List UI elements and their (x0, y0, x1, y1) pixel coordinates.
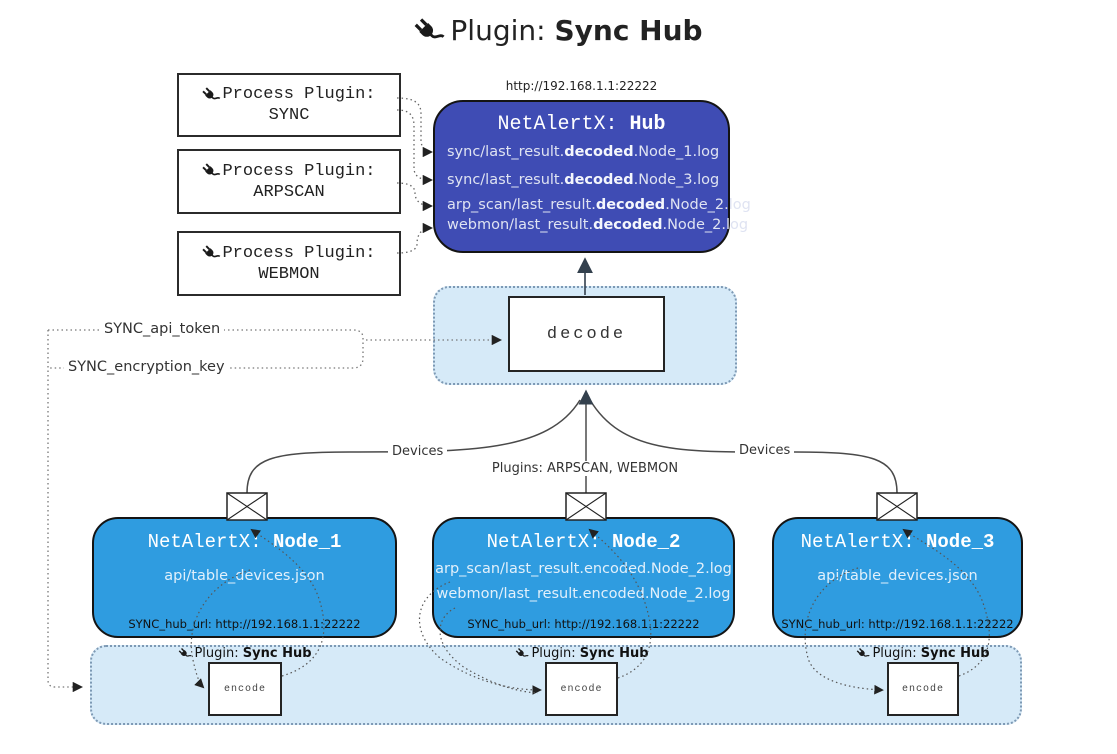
plug-icon (513, 644, 531, 662)
node-hub-url: SYNC_hub_url: http://192.168.1.1:22222 (467, 617, 700, 631)
process-plugin-label: Process Plugin: (222, 85, 376, 104)
encode-box: encode (545, 662, 618, 716)
node-hub-url: SYNC_hub_url: http://192.168.1.1:22222 (128, 617, 361, 631)
process-plugin-name: ARPSCAN (253, 182, 325, 202)
node-box-node1: NetAlertX: Node_1 api/table_devices.json… (92, 517, 397, 638)
encode-box: encode (887, 662, 959, 716)
page-title: Plugin: Sync Hub (0, 14, 1117, 47)
plug-icon (408, 9, 450, 51)
node-file: api/table_devices.json (164, 568, 325, 584)
envelope-icon (876, 492, 918, 521)
node-box-node3: NetAlertX: Node_3 api/table_devices.json… (772, 517, 1023, 638)
plug-icon (176, 644, 194, 662)
node-file: webmon/last_result.encoded.Node_2.log (436, 586, 731, 602)
node-hub-url: SYNC_hub_url: http://192.168.1.1:22222 (781, 617, 1014, 631)
hub-log-line: webmon/last_result.decoded.Node_2.log (447, 217, 749, 233)
process-plugin-box-sync: Process Plugin: SYNC (177, 73, 401, 137)
envelope-icon (226, 492, 268, 521)
process-plugin-name: WEBMON (258, 264, 320, 284)
node-file: arp_scan/last_result.encoded.Node_2.log (435, 561, 732, 577)
process-plugin-box-webmon: Process Plugin: WEBMON (177, 231, 401, 296)
plug-icon (199, 158, 224, 183)
plug-icon (199, 240, 224, 265)
node-title: NetAlertX: Node_3 (800, 531, 995, 553)
hub-log-line: sync/last_result.decoded.Node_3.log (447, 172, 720, 188)
plug-icon (199, 82, 224, 107)
hub-box: NetAlertX: Hub sync/last_result.decoded.… (433, 100, 751, 253)
node-to-decode-curves (246, 389, 898, 494)
hub-title: NetAlertX: Hub (497, 113, 666, 136)
encode-box: encode (208, 662, 282, 716)
sync-encryption-key-label: SYNC_encryption_key (64, 359, 229, 375)
hub-log-line: arp_scan/last_result.decoded.Node_2.log (447, 197, 751, 213)
process-plugin-connectors (396, 97, 434, 254)
hub-log-line: sync/last_result.decoded.Node_1.log (447, 144, 720, 160)
node-file: api/table_devices.json (817, 568, 978, 584)
hub-url-label: http://192.168.1.1:22222 (505, 79, 658, 93)
node-title: NetAlertX: Node_2 (486, 531, 681, 553)
devices-edge-label-left: Devices (388, 444, 448, 459)
process-plugin-label: Process Plugin: (222, 161, 376, 181)
decode-box: decode (508, 296, 665, 372)
node-box-node2: NetAlertX: Node_2 arp_scan/last_result.e… (432, 517, 735, 638)
encoder-plugin-label: Plugin: Sync Hub (854, 644, 990, 662)
envelope-icon (565, 492, 607, 521)
plug-icon (854, 644, 872, 662)
page-title-text: Plugin: Sync Hub (450, 14, 703, 47)
encoder-plugin-label: Plugin: Sync Hub (513, 644, 649, 662)
plugins-edge-label: Plugins: ARPSCAN, WEBMON (487, 461, 683, 476)
encoder-plugin-label: Plugin: Sync Hub (176, 644, 312, 662)
devices-edge-label-right: Devices (735, 443, 795, 458)
process-plugin-box-arpscan: Process Plugin: ARPSCAN (177, 149, 401, 214)
process-plugin-label: Process Plugin: (222, 243, 376, 263)
sync-api-token-label: SYNC_api_token (100, 321, 225, 337)
process-plugin-name: SYNC (268, 106, 310, 125)
node-title: NetAlertX: Node_1 (147, 531, 342, 553)
